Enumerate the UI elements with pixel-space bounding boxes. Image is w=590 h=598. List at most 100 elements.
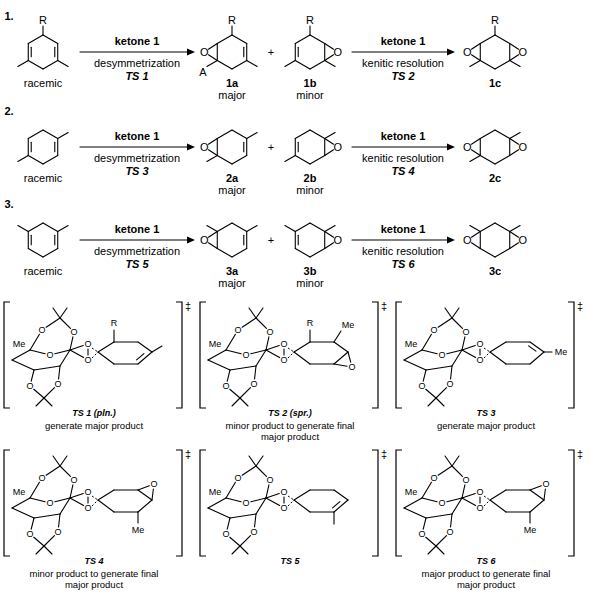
- catalyst-bond: [230, 537, 240, 546]
- catalyst-bond: [226, 334, 235, 350]
- bond-line: [152, 346, 162, 352]
- catalyst-bond: [227, 518, 230, 529]
- double-bond: [243, 47, 244, 57]
- ring-bond: [43, 156, 58, 165]
- ring-bond: [43, 249, 58, 258]
- catalyst-bond: [31, 518, 34, 529]
- substrate-bond: [334, 342, 348, 352]
- methyl-bond: [470, 226, 480, 232]
- methyl-bond: [285, 61, 295, 67]
- methyl-bond: [510, 226, 520, 232]
- substrate-bond: [294, 352, 310, 364]
- atom-label: O: [348, 363, 355, 372]
- epoxide-bond: [471, 243, 480, 249]
- substrate-bond: [310, 489, 334, 490]
- substrate-bond: [530, 352, 544, 364]
- catalyst-bond: [266, 337, 269, 350]
- substrate-bond: [506, 489, 530, 490]
- ring-bond: [310, 249, 325, 258]
- substrate-bond: [310, 511, 334, 512]
- forming-bond: [288, 496, 294, 500]
- transition-state-label: TS 4: [84, 557, 103, 566]
- catalyst-bond: [266, 350, 280, 358]
- ring-bond: [217, 130, 232, 139]
- atom-label: O: [46, 499, 53, 508]
- atom-label: O: [333, 142, 342, 153]
- substituent-label: R: [491, 15, 499, 26]
- methyl-bond: [510, 133, 520, 139]
- transition-state-label: TS 3: [476, 409, 495, 418]
- atom-label: O: [38, 474, 45, 483]
- transition-state-label: TS 6: [391, 259, 414, 270]
- catalyst-bond: [34, 366, 60, 370]
- condition-label: kenitic resolution: [362, 246, 444, 257]
- catalyst-bond: [426, 366, 452, 370]
- reaction-arrow: [80, 146, 189, 147]
- catalyst-bond: [60, 318, 70, 328]
- substrate-bond: [114, 341, 138, 342]
- catalyst-bond: [256, 308, 263, 318]
- reaction-arrow: [352, 239, 449, 240]
- bracket: [176, 302, 182, 408]
- catalyst-bond: [422, 334, 431, 350]
- catalyst-bond: [208, 508, 230, 518]
- catalyst-bond: [232, 398, 240, 406]
- compound-number: 1b: [304, 78, 317, 89]
- methyl-bond: [207, 156, 217, 162]
- step-number: 3.: [4, 199, 13, 210]
- note-label: minor: [296, 278, 324, 289]
- methyl-label: Me: [555, 348, 568, 357]
- epoxide-bond: [530, 486, 541, 490]
- ring-bond: [295, 35, 310, 44]
- ring-bond: [232, 35, 247, 44]
- methyl-bond: [325, 61, 335, 67]
- atom-label: O: [26, 530, 33, 539]
- substrate-bond: [138, 490, 152, 500]
- reaction-arrow: [352, 146, 449, 147]
- reagent-label: ketone 1: [381, 131, 426, 142]
- double-bond: [54, 142, 55, 152]
- substrate-bond: [530, 490, 544, 500]
- catalyst-bond: [70, 485, 73, 498]
- substrate-bond: [114, 489, 138, 490]
- substituent-bond: [494, 26, 495, 35]
- double-dagger: ‡: [381, 449, 387, 460]
- reagent-label: ketone 1: [381, 36, 426, 47]
- atom-label: O: [242, 351, 249, 360]
- atom-label: O: [266, 328, 273, 337]
- atom-label: O: [438, 499, 445, 508]
- catalyst-bond: [452, 318, 462, 328]
- ring-bond: [495, 61, 510, 70]
- methyl-bond: [325, 226, 335, 232]
- double-dagger: ‡: [577, 449, 583, 460]
- catalyst-bond: [256, 456, 263, 466]
- atom-label: O: [222, 530, 229, 539]
- catalyst-bond: [226, 350, 241, 354]
- bracket: [4, 302, 10, 408]
- atom-label: O: [38, 326, 45, 335]
- bond-line: [544, 351, 552, 352]
- catalyst-bond: [452, 456, 459, 466]
- catalyst-bond: [255, 366, 256, 379]
- substrate-bond: [490, 500, 506, 512]
- epoxide-bond: [471, 232, 480, 238]
- double-dagger: ‡: [381, 301, 387, 312]
- substrate-bond: [490, 352, 506, 364]
- ring-bond: [232, 130, 247, 139]
- reaction-arrow: [80, 51, 189, 52]
- atom-label: O: [518, 142, 527, 153]
- ring-bond: [295, 232, 296, 249]
- methyl-bond: [58, 226, 68, 232]
- catalyst-bond: [462, 346, 475, 350]
- methyl-bond: [325, 133, 335, 139]
- catalyst-bond: [227, 370, 230, 381]
- double-dagger: ‡: [577, 301, 583, 312]
- epoxide-bond: [348, 352, 351, 362]
- ring-bond: [480, 44, 481, 61]
- epoxide-bond: [325, 243, 334, 249]
- epoxide-bond: [208, 232, 217, 238]
- forming-bond: [288, 500, 294, 506]
- methyl-bond: [247, 133, 257, 139]
- atom-label: O: [418, 382, 425, 391]
